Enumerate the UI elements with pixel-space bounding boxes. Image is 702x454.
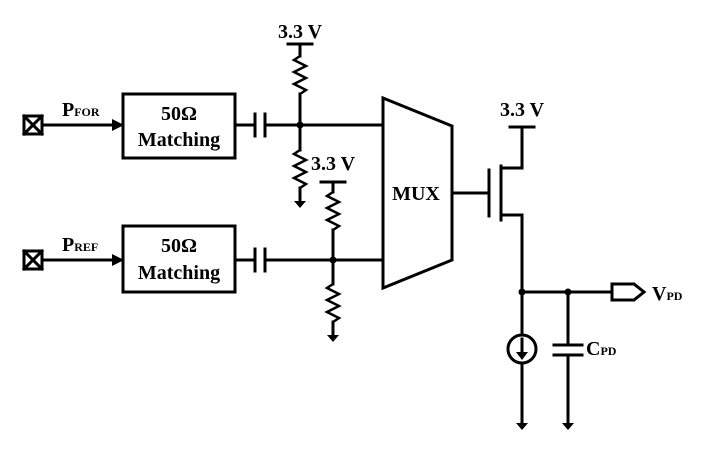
output-port — [610, 282, 647, 302]
match-for-line2: Matching — [138, 129, 220, 151]
match-for-line1: 50Ω — [161, 103, 197, 125]
matching-block-for: 50Ω Matching — [121, 92, 237, 160]
arrow-ref — [112, 254, 124, 266]
ground-isrc — [516, 423, 528, 430]
label-p-for: PFOR — [62, 99, 100, 121]
input-port-ref — [21, 248, 45, 272]
mux-block: MUX — [381, 95, 454, 291]
match-ref-line1: 50Ω — [161, 235, 197, 257]
match-ref-line2: Matching — [138, 262, 220, 284]
current-source — [506, 333, 538, 365]
supply-mid-label: 3.3 V — [311, 153, 356, 175]
ground-cpd — [562, 423, 574, 430]
matching-block-ref: 50Ω Matching — [121, 224, 237, 294]
input-port-for — [21, 113, 45, 137]
supply-right-label: 3.3 V — [500, 99, 545, 121]
coupling-capacitor-ref — [253, 247, 267, 273]
arrow-for — [112, 119, 124, 131]
label-v-pd: VPD — [652, 283, 683, 305]
ground-for — [294, 201, 306, 208]
resistor-ref-top — [324, 190, 342, 232]
label-c-pd: CPD — [586, 338, 617, 360]
coupling-capacitor-for — [253, 112, 267, 138]
pmos-transistor — [487, 164, 524, 222]
capacitor-pd — [552, 343, 584, 357]
supply-top-label: 3.3 V — [278, 21, 323, 43]
label-p-ref: PREF — [62, 234, 98, 256]
mux-label: MUX — [392, 183, 440, 205]
resistor-ref-bottom — [324, 282, 342, 324]
resistor-for-top — [291, 54, 309, 96]
resistor-for-bottom — [291, 148, 309, 190]
ground-ref — [327, 335, 339, 342]
